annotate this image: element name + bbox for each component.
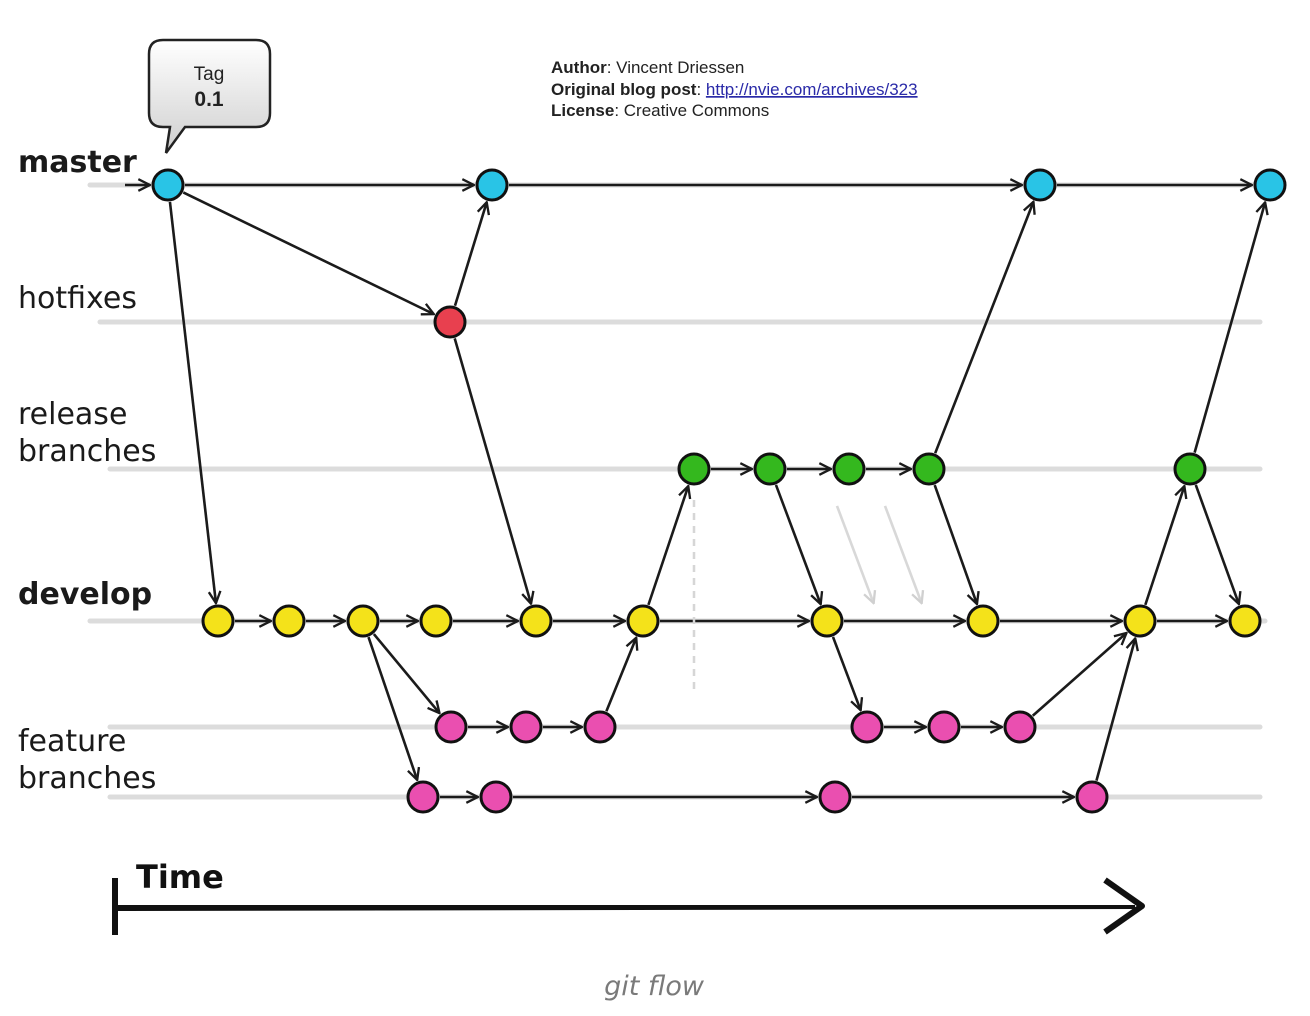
lane-label-release-line1: release [18,397,127,432]
commit-d1 [201,604,235,638]
lane-label-feature-line2: branches [18,761,156,796]
edge-d3-f1a [372,633,440,713]
commit-d3 [346,604,380,638]
lane-labels: master hotfixes release branches develop… [18,145,156,796]
edge-f1f-d9 [1031,633,1127,717]
tag-label: Tag [194,64,225,85]
time-label: Time [136,858,224,896]
commit-f2c [818,780,852,814]
commit-m1 [151,168,185,202]
edge-r4-m3 [933,202,1033,454]
commit-r2 [753,452,787,486]
commit-h1 [433,305,467,339]
commit-d10 [1228,604,1262,638]
commit-f2b [479,780,513,814]
edge-r5-d10 [1194,484,1239,604]
blog-post-link[interactable]: http://nvie.com/archives/323 [706,80,918,99]
commit-r3 [832,452,866,486]
edge-r4-d8 [933,484,977,604]
commit-m2 [475,168,509,202]
commit-d5 [519,604,553,638]
time-axis: Time [112,858,1145,935]
lane-label-hotfixes: hotfixes [18,281,137,316]
commit-r5 [1173,452,1207,486]
edge-f1c-d6 [605,638,636,712]
edge-d7-f1d [831,636,861,710]
edge-ghost-1 [835,505,874,603]
commit-f2d [1075,780,1109,814]
lane-lines [87,182,1273,800]
edge-h1-m2 [453,202,487,307]
tag-bubble [147,38,272,154]
commit-d8 [966,604,1000,638]
credit-author: Author: Vincent Driessen [551,58,744,77]
commit-f1c [583,710,617,744]
commit-d7 [810,604,844,638]
lane-label-feature-line1: feature [18,724,126,759]
commit-r1 [677,452,711,486]
commit-f1f [1003,710,1037,744]
edge-m1-d1 [168,201,216,603]
edge-d6-r1 [647,486,688,606]
tag-callout: Tag 0.1 [147,38,272,154]
edge-ghost-2 [883,505,922,603]
lane-label-develop: develop [18,577,152,612]
edge-h1-d5 [453,337,531,603]
commit-f2a [406,780,440,814]
edge-f2d-d9 [1095,638,1135,781]
commit-f1e [927,710,961,744]
commit-d4 [419,604,453,638]
commit-f1b [509,710,543,744]
commit-m4 [1253,168,1287,202]
commit-f1d [850,710,884,744]
commits [151,168,1287,814]
lane-label-master: master [18,145,137,180]
edge-m1-h1 [182,191,434,314]
commit-d9 [1123,604,1157,638]
commit-d2 [272,604,306,638]
time-axis-arrowhead [1103,877,1145,935]
edge-d3-f2a [367,636,417,780]
time-axis-line [117,905,1135,911]
edge-r2-d7 [774,484,821,604]
credit-license: License: Creative Commons [551,101,769,120]
commit-m3 [1023,168,1057,202]
edge-d9-r5 [1144,486,1184,606]
tag-version: 0.1 [194,88,224,111]
commit-f1a [434,710,468,744]
credit-blog-post: Original blog post: http://nvie.com/arch… [551,80,918,99]
lane-label-release-line2: branches [18,434,156,469]
credits: Author: Vincent Driessen Original blog p… [551,58,918,120]
caption: git flow [604,971,705,1002]
commit-edges [125,185,1265,797]
edge-r5-m4 [1193,202,1266,453]
commit-d6 [626,604,660,638]
commit-r4 [912,452,946,486]
